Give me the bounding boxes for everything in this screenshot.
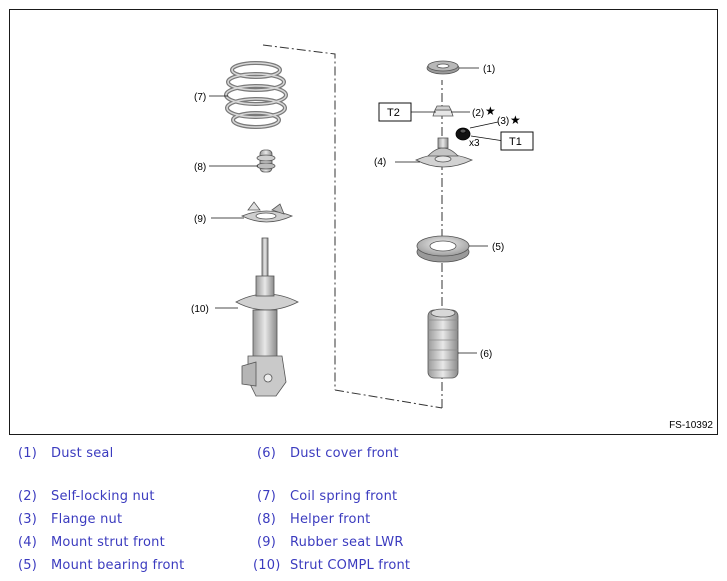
legend-number: (9) [257,535,277,550]
torque-box-t1 [500,131,534,151]
legend-item: (6) Dust cover front [257,446,398,461]
strut-exploded-view: (7) (8) (9) (10) (1) (2) (3) (4) (5) (6)… [191,44,534,409]
rubber-seat-lwr [241,201,294,223]
legend-item: (8) Helper front [257,512,370,527]
legend-item: (4) Mount strut front [18,535,165,550]
legend-name: Mount bearing front [51,558,185,573]
legend-number: (5) [18,558,38,573]
legend-number: (4) [18,535,38,550]
torque-label-t1: T1 [509,136,522,148]
callout-labels: (7) (8) (9) (10) (1) (2) (3) (4) (5) (6)… [191,64,522,360]
legend-number: (8) [257,512,277,527]
quantity-label: x3 [469,138,480,149]
legend-number: (3) [18,512,38,527]
legend-name: Self-locking nut [51,489,155,504]
legend-item: (5) Mount bearing front [18,558,184,573]
callout-8: (8) [194,162,206,173]
legend-name: Dust seal [51,446,114,461]
legend-name: Dust cover front [290,446,399,461]
callout-6: (6) [480,349,492,360]
legend-number: (7) [257,489,277,504]
callout-1: (1) [483,64,495,75]
callout-10: (10) [191,304,209,315]
callout-5: (5) [492,242,504,253]
legend-item: (9) Rubber seat LWR [257,535,403,550]
assembly-guide-lines [262,44,443,409]
legend-name: Coil spring front [290,489,398,504]
callout-7: (7) [194,92,206,103]
flange-nut [455,127,471,141]
torque-label-t2: T2 [387,107,400,119]
legend-name: Flange nut [51,512,123,527]
callout-3: (3) [497,116,509,127]
legend-number: (2) [18,489,38,504]
legend-name: Helper front [290,512,371,527]
legend-number: (10) [253,558,281,573]
callout-2: (2) [472,108,484,119]
legend-name: Mount strut front [51,535,165,550]
mount-strut-front [415,137,473,168]
dust-seal [426,60,460,75]
legend-item: (7) Coil spring front [257,489,397,504]
figure-code: FS-10392 [669,420,713,431]
callout-4: (4) [374,157,386,168]
torque-box-t2 [378,102,412,122]
legend-number: (6) [257,446,277,461]
legend-item: (3) Flange nut [18,512,122,527]
legend-name: Rubber seat LWR [290,535,404,550]
dust-cover-front [427,308,459,379]
star-icon: ★ [485,104,496,118]
self-locking-nut [432,105,454,117]
strut-compl-front [235,237,299,397]
legend-item: (1) Dust seal [18,446,113,461]
legend-name: Strut COMPL front [290,558,411,573]
mount-bearing-front [416,235,470,263]
legend-number: (1) [18,446,38,461]
legend-item: (10) Strut COMPL front [253,558,410,573]
star-icon: ★ [510,113,521,127]
exploded-diagram-frame: (7) (8) (9) (10) (1) (2) (3) (4) (5) (6)… [9,9,718,435]
legend-item: (2) Self-locking nut [18,489,154,504]
helper-front [256,149,276,173]
callout-9: (9) [194,214,206,225]
